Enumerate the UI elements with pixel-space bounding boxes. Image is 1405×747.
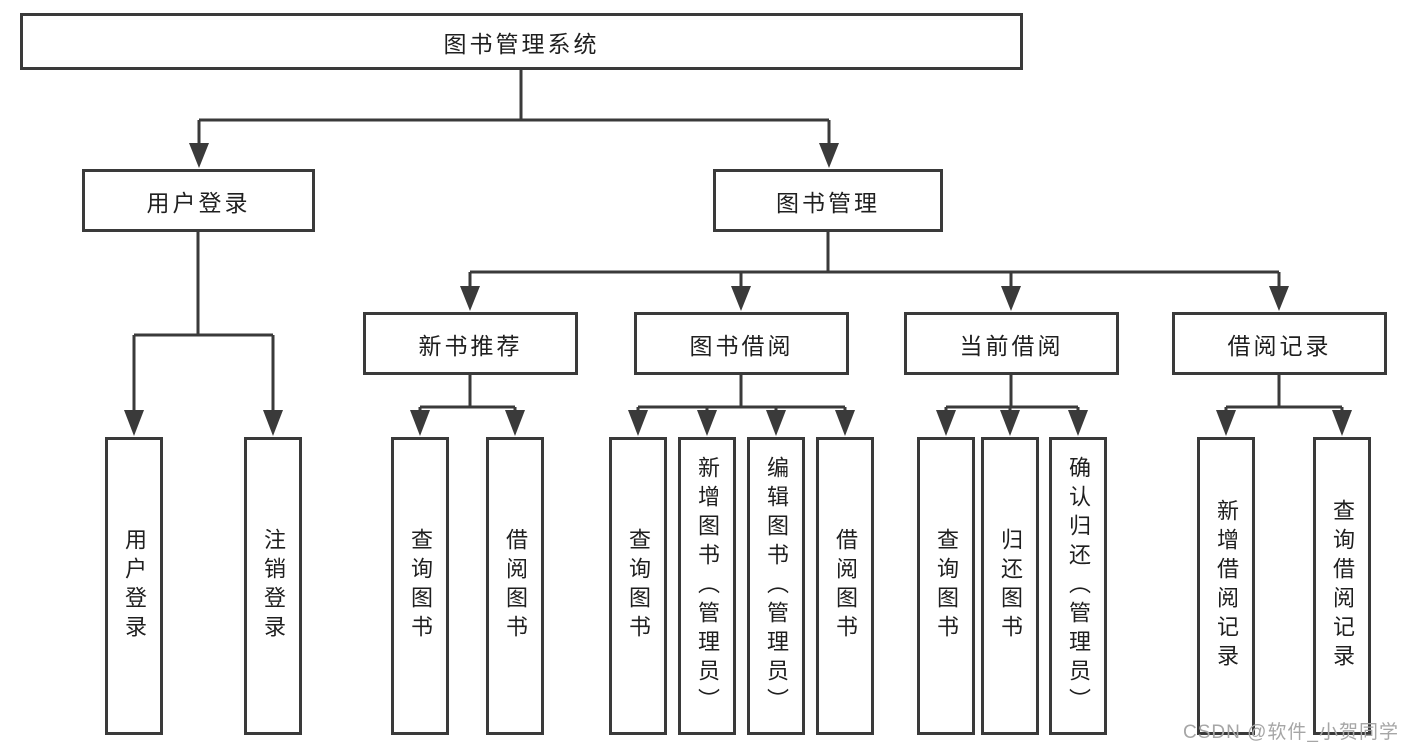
node-borrowing-records: 借阅记录: [1172, 312, 1387, 375]
arrowhead-icon: [1000, 410, 1020, 436]
leaf-user-login: 用户登录: [105, 437, 163, 735]
leaf-query-borrow-record: 查询借阅记录: [1313, 437, 1371, 735]
node-label: 查询图书: [934, 528, 959, 644]
leaf-borrow-books-recommend: 借阅图书: [486, 437, 544, 735]
leaf-borrow-books-borrowing: 借阅图书: [816, 437, 874, 735]
arrowhead-icon: [460, 286, 480, 311]
arrowhead-icon: [936, 410, 956, 436]
leaf-confirm-return-admin: 确认归还（管理员）: [1049, 437, 1107, 735]
arrowhead-icon: [697, 410, 717, 436]
leaf-edit-books-admin: 编辑图书（管理员）: [747, 437, 805, 735]
arrowheads: [124, 143, 1352, 436]
node-label: 用户登录: [146, 189, 251, 216]
arrowhead-icon: [189, 143, 209, 168]
node-label: 借阅记录: [1227, 332, 1332, 359]
csdn-watermark: CSDN @软件_小贺同学: [1183, 722, 1399, 743]
node-label: 确认归还（管理员）: [1066, 455, 1091, 717]
arrowhead-icon: [766, 410, 786, 436]
node-label: 图书借阅: [689, 332, 794, 359]
node-label: 当前借阅: [959, 332, 1064, 359]
node-label: 图书管理: [776, 189, 880, 216]
arrowhead-icon: [628, 410, 648, 436]
node-label: 归还图书: [998, 528, 1023, 644]
node-label: 图书管理系统: [443, 30, 600, 57]
leaf-return-books: 归还图书: [981, 437, 1039, 735]
node-new-book-recommendation: 新书推荐: [363, 312, 578, 375]
arrowhead-icon: [819, 143, 839, 168]
arrowhead-icon: [835, 410, 855, 436]
arrowhead-icon: [124, 410, 144, 436]
node-label: 查询图书: [408, 528, 433, 644]
node-book-management: 图书管理: [713, 169, 943, 232]
node-label: 借阅图书: [503, 528, 528, 644]
arrowhead-icon: [505, 410, 525, 436]
arrowhead-icon: [1269, 286, 1289, 311]
node-label: 查询图书: [626, 528, 651, 644]
arrowhead-icon: [1068, 410, 1088, 436]
node-book-borrowing: 图书借阅: [634, 312, 849, 375]
node-label: 借阅图书: [833, 528, 858, 644]
arrowhead-icon: [731, 286, 751, 311]
node-current-borrowing: 当前借阅: [904, 312, 1119, 375]
leaf-query-books-borrowing: 查询图书: [609, 437, 667, 735]
arrowhead-icon: [263, 410, 283, 436]
leaf-add-books-admin: 新增图书（管理员）: [678, 437, 736, 735]
node-user-login: 用户登录: [82, 169, 315, 232]
node-label: 新书推荐: [418, 332, 523, 359]
node-label: 查询借阅记录: [1330, 499, 1355, 673]
node-label: 编辑图书（管理员）: [764, 455, 789, 717]
leaf-add-borrow-record: 新增借阅记录: [1197, 437, 1255, 735]
node-label: 新增借阅记录: [1214, 499, 1239, 673]
node-library-management-system: 图书管理系统: [20, 13, 1023, 70]
arrowhead-icon: [410, 410, 430, 436]
node-label: 注销登录: [261, 528, 286, 644]
leaf-logout-login: 注销登录: [244, 437, 302, 735]
arrowhead-icon: [1332, 410, 1352, 436]
node-label: 新增图书（管理员）: [695, 455, 720, 717]
leaf-query-books-recommend: 查询图书: [391, 437, 449, 735]
arrowhead-icon: [1216, 410, 1236, 436]
arrowhead-icon: [1001, 286, 1021, 311]
node-label: 用户登录: [122, 528, 147, 644]
leaf-query-books-current: 查询图书: [917, 437, 975, 735]
